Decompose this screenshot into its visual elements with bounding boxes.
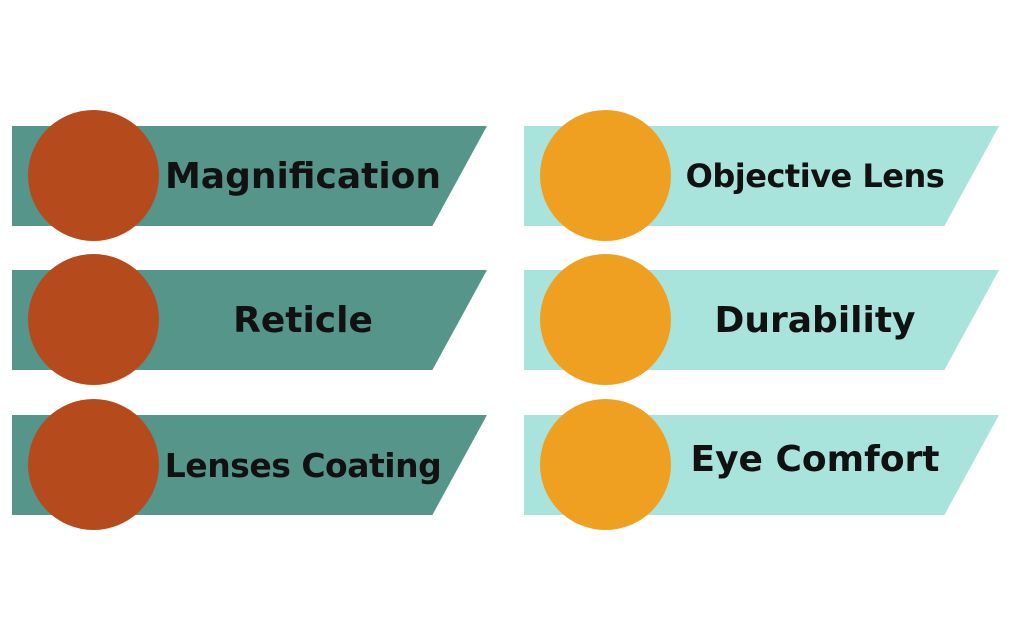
feature-label: Lenses Coating xyxy=(164,445,442,485)
feature-label: Magnification xyxy=(164,155,442,197)
feature-label: Eye Comfort xyxy=(690,438,940,480)
circle-marker xyxy=(540,254,671,385)
circle-marker xyxy=(540,399,671,530)
feature-item-reticle: Reticle xyxy=(12,254,487,386)
feature-label: Durability xyxy=(714,299,916,341)
feature-item-durability: Durability xyxy=(524,254,999,386)
circle-marker xyxy=(28,110,159,241)
feature-item-eye-comfort: Eye Comfort xyxy=(524,399,999,531)
feature-item-lenses-coating: Lenses Coating xyxy=(12,399,487,531)
circle-marker xyxy=(28,399,159,530)
circle-marker xyxy=(540,110,671,241)
feature-item-magnification: Magnification xyxy=(12,110,487,242)
circle-marker xyxy=(28,254,159,385)
feature-item-objective-lens: Objective Lens xyxy=(524,110,999,242)
feature-label: Reticle xyxy=(233,299,373,341)
feature-label: Objective Lens xyxy=(685,157,945,195)
